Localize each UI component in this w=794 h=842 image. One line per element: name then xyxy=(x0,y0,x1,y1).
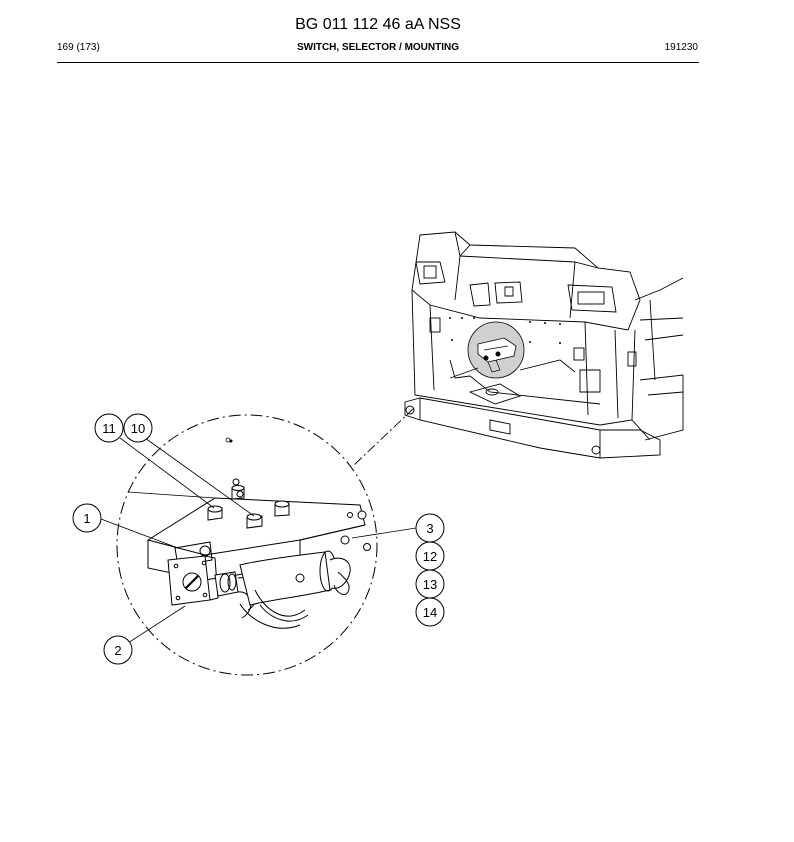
svg-text:13: 13 xyxy=(423,577,437,592)
svg-text:2: 2 xyxy=(114,643,121,658)
callout-leaders xyxy=(100,437,417,644)
callout-12: 12 xyxy=(415,541,445,571)
svg-text:3: 3 xyxy=(426,521,433,536)
header-rule xyxy=(57,62,699,63)
switch-assembly-detail xyxy=(127,437,371,629)
document-code: 191230 xyxy=(664,42,698,53)
callout-14: 14 xyxy=(415,597,445,627)
callout-2: 2 xyxy=(103,635,133,665)
callout-13: 13 xyxy=(415,569,445,599)
callout-3: 3 xyxy=(415,513,445,543)
svg-text:10: 10 xyxy=(131,421,145,436)
detail-view-boundary xyxy=(116,414,378,676)
selector-switch-box xyxy=(167,555,219,606)
detail-leader-line xyxy=(449,367,479,379)
machine-frame-overview xyxy=(404,231,684,459)
detail-connection-line xyxy=(352,407,415,467)
document-title: BG 011 112 46 aA NSS xyxy=(295,16,461,33)
cylinder-component xyxy=(239,550,337,629)
svg-text:14: 14 xyxy=(423,605,437,620)
wing-fitting xyxy=(329,535,371,595)
mounting-nuts xyxy=(207,478,367,529)
svg-text:1: 1 xyxy=(83,511,90,526)
svg-text:12: 12 xyxy=(423,549,437,564)
svg-text:11: 11 xyxy=(102,421,116,436)
page-number: 169 (173) xyxy=(57,42,100,53)
callout-1: 1 xyxy=(72,503,102,533)
section-title: SWITCH, SELECTOR / MOUNTING xyxy=(296,42,460,53)
detail-location-circle xyxy=(467,321,525,379)
callout-10: 10 xyxy=(123,413,153,443)
callout-11: 11 xyxy=(94,413,124,443)
